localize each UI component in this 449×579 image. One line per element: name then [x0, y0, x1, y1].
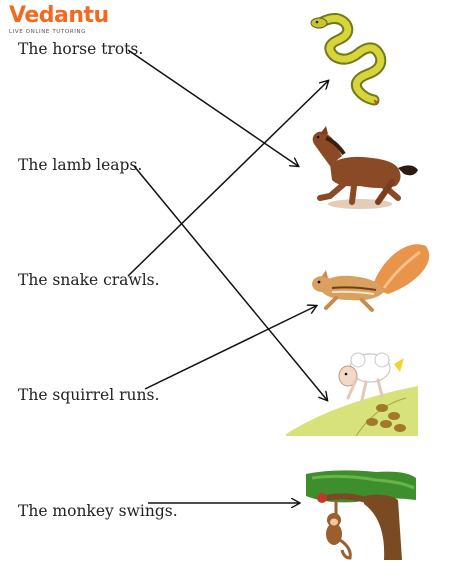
- sentence-horse: The horse trots.: [18, 40, 144, 58]
- sentence-snake: The snake crawls.: [18, 271, 160, 289]
- monkey-icon: [306, 470, 416, 560]
- logo-tagline: LIVE ONLINE TUTORING: [9, 29, 87, 35]
- horse-icon: [312, 126, 418, 209]
- arrow-snake: [127, 81, 328, 277]
- arrow-squirrel: [144, 306, 316, 390]
- squirrel-icon: [312, 244, 430, 312]
- sentence-monkey: The monkey swings.: [18, 502, 178, 520]
- snake-icon: [310, 13, 387, 106]
- logo-brand: Vedantu: [9, 3, 109, 28]
- lamb-icon: [286, 352, 418, 436]
- sentence-lamb: The lamb leaps.: [18, 156, 143, 174]
- sentence-squirrel: The squirrel runs.: [18, 386, 160, 404]
- arrow-horse: [127, 49, 298, 166]
- vedantu-logo: Vedantu LIVE ONLINE TUTORING: [9, 3, 109, 36]
- arrow-lamb: [133, 165, 327, 400]
